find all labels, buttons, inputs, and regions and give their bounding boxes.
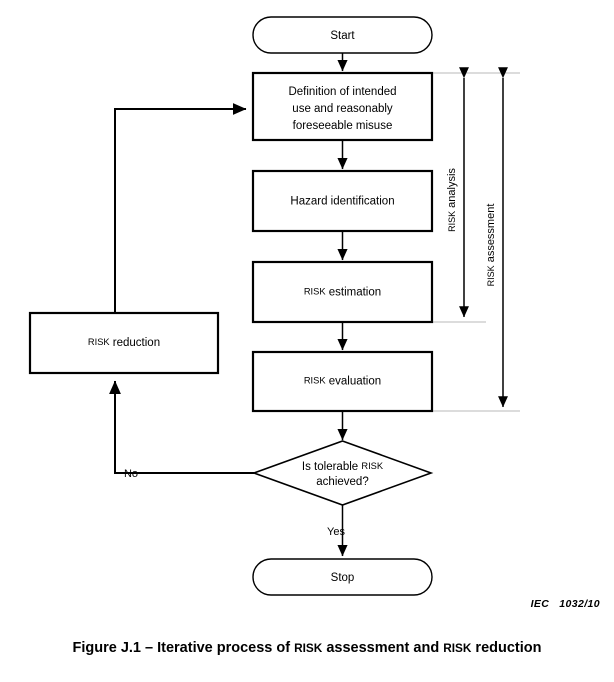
node-risk-evaluation-rest: evaluation xyxy=(326,376,382,388)
caption-suffix: reduction xyxy=(471,640,542,656)
node-risk-reduction-rest: reduction xyxy=(110,337,161,349)
node-hazard-label: Hazard identification xyxy=(290,196,394,208)
node-risk-evaluation-label: RISK evaluation xyxy=(304,376,381,388)
node-risk-evaluation[interactable] xyxy=(251,350,434,413)
bracket-label-risk-analysis: RISK analysis xyxy=(446,168,458,232)
node-risk-reduction-smallcaps: RISK xyxy=(88,337,110,347)
node-decision-line2: achieved? xyxy=(316,476,368,488)
caption-smallcaps-risk-1: RISK xyxy=(294,641,323,655)
figure-caption: Figure J.1 – Iterative process of RISK a… xyxy=(0,640,614,656)
node-definition-line3: foreseeable misuse xyxy=(293,120,393,132)
node-risk-estimation-smallcaps: RISK xyxy=(304,287,326,297)
bracket-label-risk-assessment: RISK assessment xyxy=(485,204,497,287)
node-decision-line1-pre: Is tolerable xyxy=(302,461,361,473)
edge-risk-reduction-to-definition xyxy=(114,103,247,313)
node-stop-label: Stop xyxy=(331,572,355,584)
node-risk-estimation-label: RISK estimation xyxy=(304,287,381,299)
node-definition-line2: use and reasonably xyxy=(292,103,393,115)
node-start-label: Start xyxy=(330,30,355,42)
bracket-label-risk-analysis-rest: analysis xyxy=(446,168,458,211)
bracket-label-risk-assessment-smallcaps: RISK xyxy=(486,265,496,286)
node-risk-estimation-rest: estimation xyxy=(326,287,382,299)
node-stop[interactable] xyxy=(252,558,433,596)
bracket-label-risk-analysis-smallcaps: RISK xyxy=(447,211,457,232)
edge-decision-no-to-risk-reduction xyxy=(109,380,254,474)
node-decision-line1: Is tolerable RISK xyxy=(302,461,384,473)
node-risk-evaluation-smallcaps: RISK xyxy=(304,376,326,386)
node-risk-reduction[interactable] xyxy=(28,311,220,375)
bracket-label-risk-assessment-rest: assessment xyxy=(485,204,497,266)
node-decision-line1-smallcaps: RISK xyxy=(361,461,383,471)
caption-smallcaps-risk-2: RISK xyxy=(443,641,472,655)
caption-middle: assessment and xyxy=(322,640,444,656)
caption-prefix: Figure J.1 – Iterative process of xyxy=(72,640,295,656)
edge-label-no: No xyxy=(124,468,138,480)
edge-label-yes: Yes xyxy=(327,526,345,538)
node-risk-reduction-label: RISK reduction xyxy=(88,337,160,349)
iec-reference: IEC 1032/10 xyxy=(530,598,600,610)
node-definition-line1: Definition of intended xyxy=(288,86,396,98)
